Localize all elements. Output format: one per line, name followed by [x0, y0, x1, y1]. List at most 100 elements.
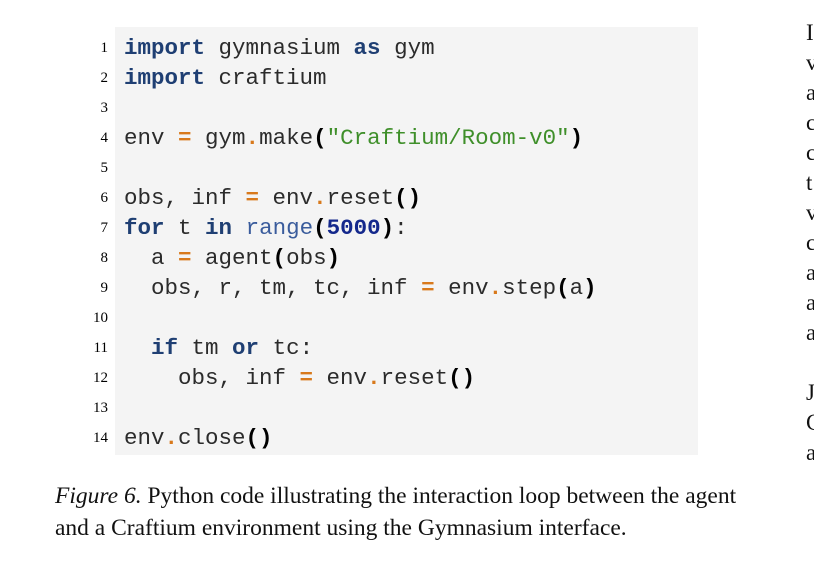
code-token: env	[259, 185, 314, 211]
code-token: 5000	[326, 215, 381, 241]
column-fragment: a	[806, 80, 814, 105]
code-token: env	[434, 275, 489, 301]
code-token: craftium	[205, 65, 327, 91]
code-token: if	[151, 335, 179, 361]
code-token: env	[124, 125, 179, 151]
line-number: 13	[93, 400, 108, 416]
code-token: tm	[178, 335, 233, 361]
code-line	[124, 93, 597, 123]
code-line: obs, r, tm, tc, inf = env.step(a)	[124, 273, 597, 303]
line-number: 12	[93, 370, 108, 386]
code-token: env	[313, 365, 368, 391]
code-token: obs, inf	[124, 365, 300, 391]
line-number: 14	[93, 430, 108, 446]
code-token: =	[245, 185, 260, 211]
code-line: if tm or tc:	[124, 333, 597, 363]
code-token: obs, inf	[124, 185, 246, 211]
line-number: 7	[100, 220, 109, 236]
code-token: gym	[191, 125, 246, 151]
line-number: 6	[100, 190, 109, 206]
code-token: env	[124, 425, 165, 451]
line-number: 5	[100, 160, 109, 176]
column-fragment: a	[806, 260, 814, 285]
code-token: )	[326, 245, 341, 271]
line-number: 4	[100, 130, 109, 146]
line-number: 11	[93, 340, 108, 356]
code-token: t	[164, 215, 206, 241]
column-fragment: I	[806, 20, 814, 45]
line-number: 2	[100, 70, 109, 86]
column-fragment: a	[806, 320, 814, 345]
code-token: agent	[191, 245, 273, 271]
code-line: a = agent(obs)	[124, 243, 597, 273]
code-token: as	[353, 35, 381, 61]
code-token: .	[488, 275, 503, 301]
code-token: a	[569, 275, 584, 301]
column-fragment: c	[806, 230, 814, 255]
code-line	[124, 303, 597, 333]
code-token: .	[367, 365, 381, 391]
code-token: .	[164, 425, 179, 451]
code-token: gym	[380, 35, 435, 61]
code-token: make	[259, 125, 314, 151]
code-token: ()	[245, 425, 273, 451]
code-token: )	[583, 275, 597, 301]
line-number: 10	[93, 310, 108, 326]
code-line: obs, inf = env.reset()	[124, 363, 597, 393]
code-token: )	[569, 125, 584, 151]
code-line: obs, inf = env.reset()	[124, 183, 597, 213]
code-token: import	[124, 65, 206, 91]
code-token	[232, 215, 246, 241]
code-line: for t in range(5000):	[124, 213, 597, 243]
line-number: 3	[100, 100, 109, 116]
code-token: import	[124, 35, 206, 61]
figure-caption: Figure 6. Python code illustrating the i…	[55, 480, 775, 544]
code-token: a	[124, 245, 179, 271]
code-token: "Craftium/Room-v0"	[326, 125, 570, 151]
code-token: )	[380, 215, 395, 241]
column-fragment: a	[806, 290, 814, 315]
column-fragment: c	[806, 140, 814, 165]
code-token: or	[232, 335, 260, 361]
column-fragment: a	[806, 440, 814, 465]
column-fragment: c	[806, 110, 814, 135]
line-number: 8	[100, 250, 109, 266]
code-listing-background	[115, 27, 698, 455]
code-token: :	[394, 215, 408, 241]
column-fragment: J	[806, 380, 814, 405]
code-line: env = gym.make("Craftium/Room-v0")	[124, 123, 597, 153]
figure-label: Figure 6.	[55, 483, 142, 509]
code-token: (	[272, 245, 287, 271]
code-token: (	[556, 275, 570, 301]
figure-caption-text: Python code illustrating the interaction…	[55, 483, 737, 541]
code-token: in	[205, 215, 233, 241]
column-fragment: C	[806, 410, 814, 435]
code-token: for	[124, 215, 165, 241]
code-line	[124, 153, 597, 183]
code-token: obs, r, tm, tc, inf	[124, 275, 422, 301]
code-token: reset	[380, 365, 449, 391]
code-line: import gymnasium as gym	[124, 33, 597, 63]
column-fragment	[806, 348, 814, 378]
column-fragment: v	[806, 50, 814, 75]
code-token: (	[313, 125, 327, 151]
code-line	[124, 393, 597, 423]
code-token: .	[245, 125, 260, 151]
code-token: =	[178, 245, 192, 271]
code-token: reset	[326, 185, 395, 211]
code-token: tc:	[259, 335, 314, 361]
code-line: import craftium	[124, 63, 597, 93]
code-token: =	[421, 275, 435, 301]
column-fragment: v	[806, 200, 814, 225]
column-fragment: t	[806, 170, 813, 195]
code-token: range	[245, 215, 314, 241]
code-token: step	[502, 275, 557, 301]
line-number: 9	[100, 280, 109, 296]
code-token: (	[313, 215, 327, 241]
code-token: obs	[286, 245, 327, 271]
code-line: env.close()	[124, 423, 597, 453]
code-token	[124, 335, 151, 361]
